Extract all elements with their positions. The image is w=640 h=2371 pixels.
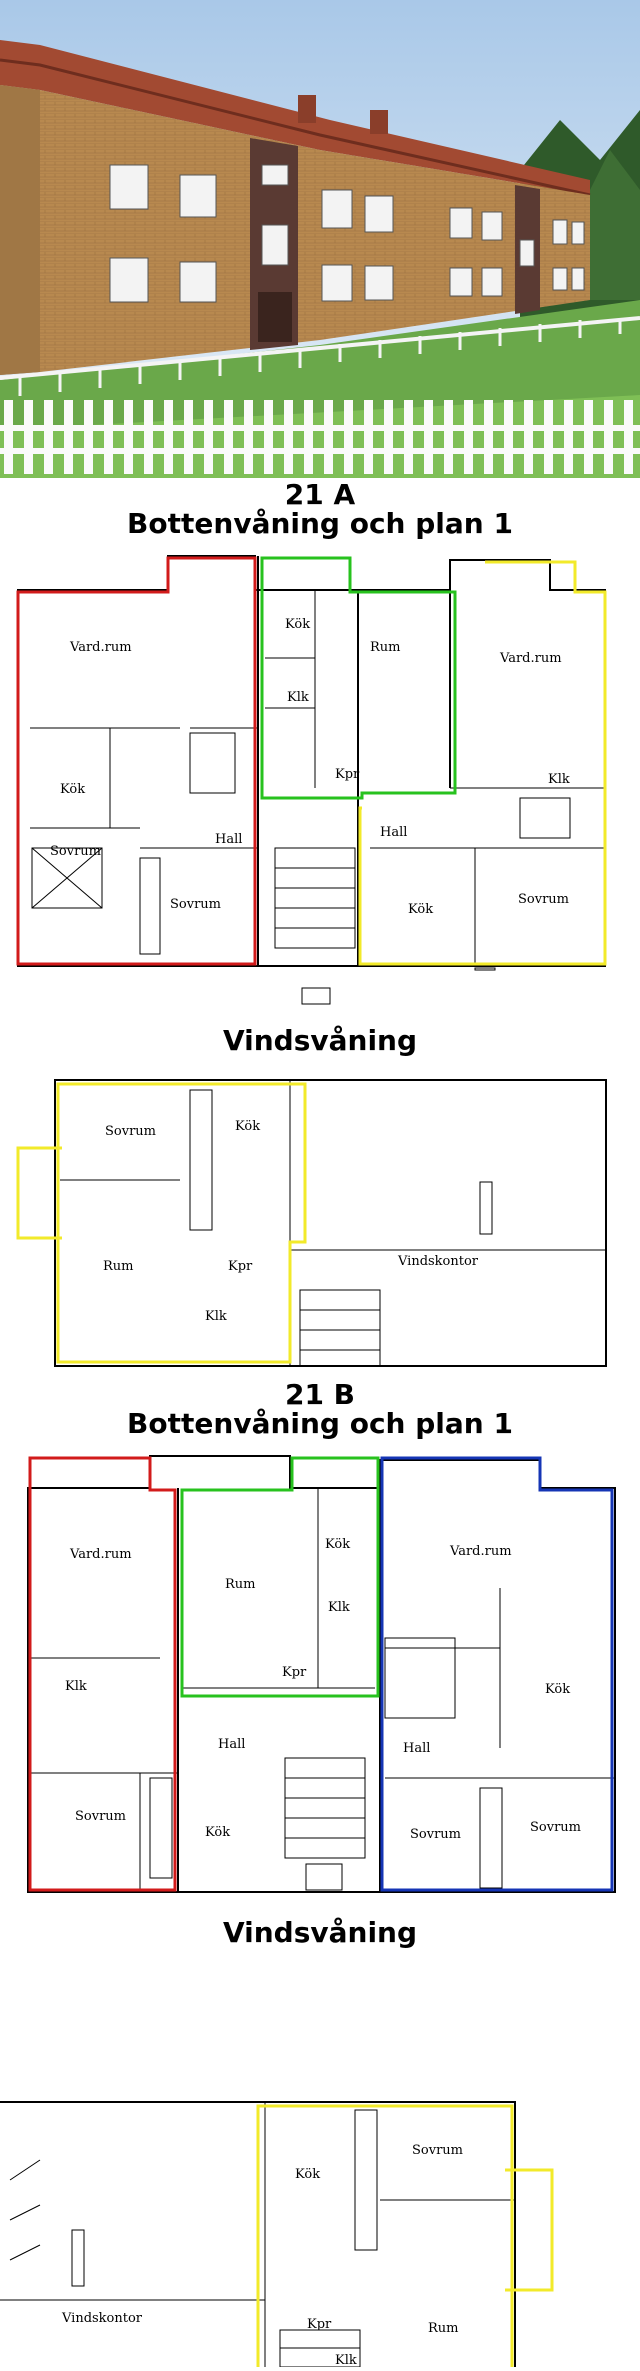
room-label-rum-a1: Rum [370, 640, 401, 655]
room-label-klk-b1: Klk [65, 1679, 87, 1694]
room-label-vindskontor-b: Vindskontor [61, 2311, 143, 2326]
room-label-sovrum-a4: Sovrum [105, 1124, 156, 1139]
room-label-rum-b2: Rum [428, 2321, 459, 2336]
building-photo [0, 0, 640, 478]
room-label-klk-a3: Klk [205, 1309, 227, 1324]
attic-21a-heading: Vindsvåning [222, 1024, 418, 1057]
room-label-vardrum-a2: Vard.rum [499, 651, 562, 666]
room-label-kok-b3: Kök [545, 1682, 570, 1697]
section-21b-code: 21 B [284, 1378, 356, 1411]
room-label-kpr-a2: Kpr [228, 1259, 253, 1274]
section-21a-subtitle: Bottenvåning och plan 1 [127, 507, 513, 541]
room-label-vindskontor-a: Vindskontor [397, 1254, 479, 1269]
floorplan-21a-attic: Sovrum Kök Rum Kpr Klk Vindskontor [0, 1070, 640, 1374]
floorplan-21b-attic-drawing: Kök Sovrum Vindskontor Kpr Rum Klk [0, 2101, 554, 2368]
section-21a-code: 21 A [284, 478, 356, 511]
room-label-kok-a4: Kök [235, 1119, 260, 1134]
room-label-kok-a2: Kök [285, 617, 310, 632]
room-label-klk-a2: Klk [548, 772, 570, 787]
building-photo-illustration [0, 0, 640, 478]
room-label-kok-a3: Kök [408, 902, 433, 917]
section-21b-subtitle: Bottenvåning och plan 1 [127, 1407, 513, 1441]
room-label-sovrum-a3: Sovrum [518, 892, 569, 907]
room-label-hall-b1: Hall [218, 1737, 245, 1752]
room-label-kok-b2: Kök [325, 1537, 350, 1552]
room-label-klk-b2: Klk [328, 1600, 350, 1615]
room-label-sovrum-b3: Sovrum [530, 1820, 581, 1835]
room-label-klk-a1: Klk [287, 690, 309, 705]
room-label-kpr-b2: Kpr [307, 2317, 332, 2332]
room-label-kok-b1: Kök [205, 1825, 230, 1840]
room-label-kok-a1: Kök [60, 782, 85, 797]
floorplan-21b-ground-drawing: Vard.rum Klk Hall Sovrum Kök Rum Kök Klk… [27, 1455, 616, 1893]
room-label-sovrum-b1: Sovrum [75, 1809, 126, 1824]
room-label-sovrum-b4: Sovrum [412, 2143, 463, 2158]
attic-21b-heading: Vindsvåning [222, 1916, 418, 1949]
room-label-vardrum-a1: Vard.rum [69, 640, 132, 655]
room-label-rum-b1: Rum [225, 1577, 256, 1592]
floorplan-21a-attic-drawing: Sovrum Kök Rum Kpr Klk Vindskontor [16, 1079, 607, 1367]
room-label-sovrum-a2: Sovrum [170, 897, 221, 912]
section-21a-heading: 21 A Bottenvåning och plan 1 [0, 480, 640, 539]
room-label-vardrum-b1: Vard.rum [69, 1547, 132, 1562]
room-label-vardrum-b2: Vard.rum [449, 1544, 512, 1559]
floorplan-21b-ground: Vard.rum Klk Hall Sovrum Kök Rum Kök Klk… [0, 1448, 640, 1912]
room-label-sovrum-b2: Sovrum [410, 1827, 461, 1842]
room-label-klk-b3: Klk [335, 2353, 357, 2367]
room-label-sovrum-a1: Sovrum [50, 844, 101, 859]
room-label-kok-b4: Kök [295, 2167, 320, 2182]
room-label-hall-b2: Hall [403, 1741, 430, 1756]
floorplan-21b-attic: Kök Sovrum Vindskontor Kpr Rum Klk [0, 2080, 640, 2371]
section-21b-heading: 21 B Bottenvåning och plan 1 [0, 1380, 640, 1439]
room-label-kpr-b1: Kpr [282, 1665, 307, 1680]
floorplan-21a-ground-drawing: Vard.rum Kök Sovrum Sovrum Hall Kök Klk … [16, 555, 607, 1005]
room-label-hall-a1: Hall [215, 832, 242, 847]
room-label-hall-a2: Hall [380, 825, 407, 840]
floorplan-21a-ground: Vard.rum Kök Sovrum Sovrum Hall Kök Klk … [0, 548, 640, 1022]
room-label-kpr-a1: Kpr [335, 767, 360, 782]
room-label-rum-a2: Rum [103, 1259, 134, 1274]
